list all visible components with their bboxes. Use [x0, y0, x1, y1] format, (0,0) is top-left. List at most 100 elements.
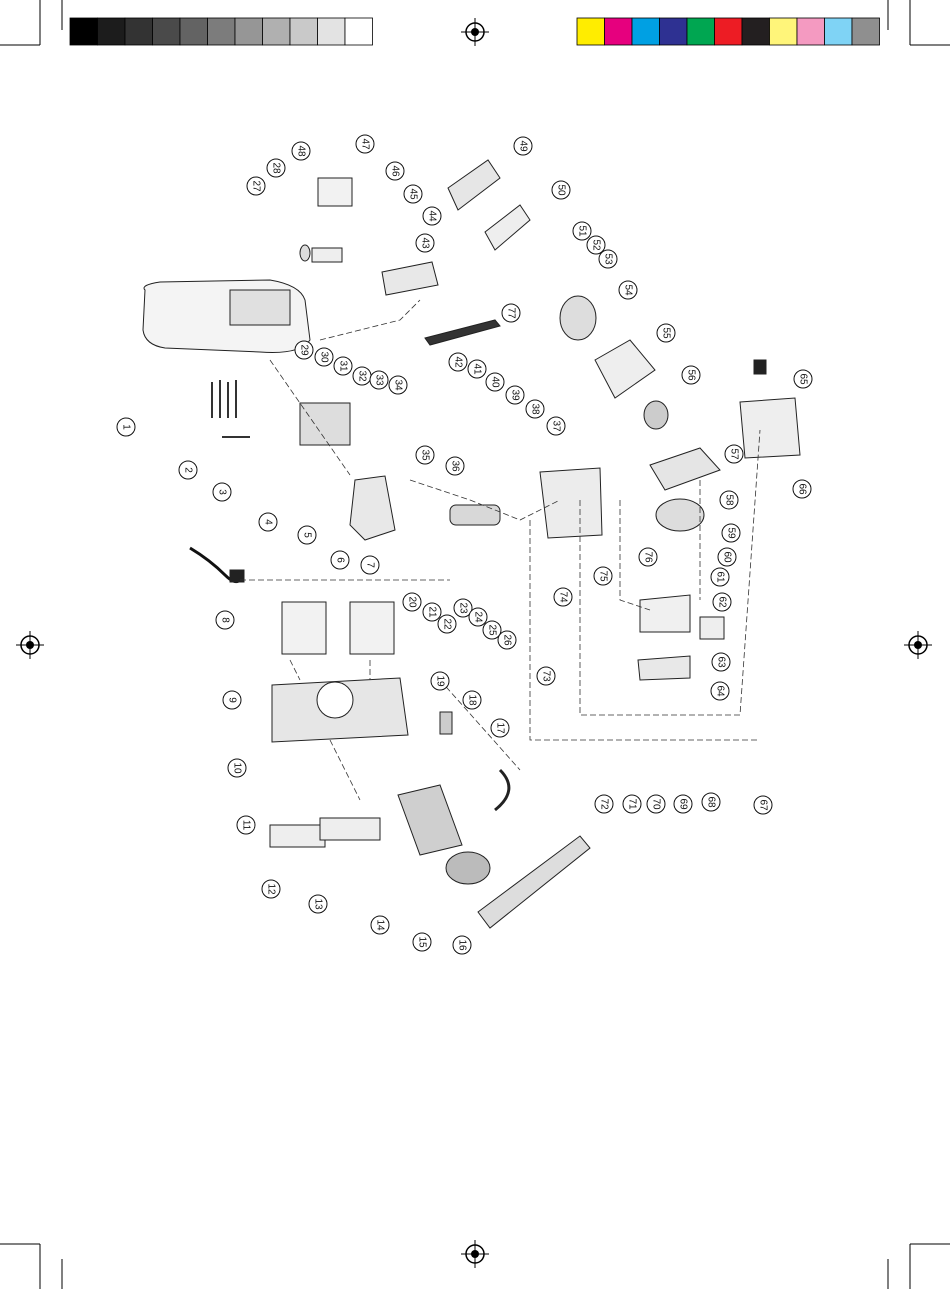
frame-drawing [350, 476, 395, 540]
callout-number: 32 [357, 370, 368, 382]
color-swatch [742, 18, 770, 45]
rods-drawing [212, 380, 236, 418]
callout-number: 77 [506, 307, 517, 319]
control-box-drawing [382, 262, 438, 295]
top-grille-drawing [448, 160, 500, 210]
callout-56: 56 [682, 366, 700, 384]
callout-65: 65 [794, 370, 812, 388]
callout-16: 16 [453, 936, 471, 954]
callout-15: 15 [413, 933, 431, 951]
callout-10: 10 [228, 759, 246, 777]
callout-number: 51 [577, 225, 588, 237]
callout-number: 33 [374, 374, 385, 386]
callout-52: 52 [587, 236, 605, 254]
callout-number: 61 [715, 571, 726, 583]
callout-number: 66 [797, 483, 808, 495]
callout-number: 15 [417, 936, 428, 948]
callout-50: 50 [552, 181, 570, 199]
callout-number: 16 [457, 939, 468, 951]
callout-number: 27 [251, 180, 262, 192]
callout-7: 7 [361, 556, 379, 574]
callout-number: 50 [556, 184, 567, 196]
compressor-drawing [450, 505, 500, 525]
callout-20: 20 [403, 593, 421, 611]
callout-number: 62 [717, 596, 728, 608]
callout-number: 60 [722, 551, 733, 563]
callout-number: 21 [427, 606, 438, 618]
callout-64: 64 [711, 682, 729, 700]
callout-number: 3 [217, 489, 228, 495]
callout-number: 68 [706, 796, 717, 808]
callout-76: 76 [639, 548, 657, 566]
callout-number: 46 [390, 165, 401, 177]
callout-47: 47 [356, 135, 374, 153]
callout-26: 26 [498, 631, 516, 649]
grayscale-swatch [125, 18, 153, 45]
callout-3: 3 [213, 483, 231, 501]
callout-5: 5 [298, 526, 316, 544]
grayscale-swatch [290, 18, 318, 45]
callout-number: 64 [715, 685, 726, 697]
callout-number: 17 [495, 722, 506, 734]
registration-mark-left [16, 631, 44, 659]
callout-35: 35 [416, 446, 434, 464]
callout-number: 6 [335, 557, 346, 563]
callout-21: 21 [423, 603, 441, 621]
callout-number: 71 [627, 798, 638, 810]
callout-number: 49 [518, 140, 529, 152]
callout-number: 47 [360, 138, 371, 150]
grayscale-swatch [235, 18, 263, 45]
color-swatch [605, 18, 633, 45]
callout-6: 6 [331, 551, 349, 569]
color-swatch [632, 18, 660, 45]
callout-number: 44 [427, 210, 438, 222]
callout-number: 20 [407, 596, 418, 608]
callout-33: 33 [370, 371, 388, 389]
grayscale-swatch [70, 18, 98, 45]
callout-number: 59 [726, 527, 737, 539]
evaporator-drawing [740, 398, 800, 458]
callout-72: 72 [595, 795, 613, 813]
callout-number: 18 [467, 694, 478, 706]
grayscale-swatch [208, 18, 236, 45]
callout-number: 48 [296, 145, 307, 157]
callout-59: 59 [722, 524, 740, 542]
callout-number: 30 [319, 351, 330, 363]
callout-61: 61 [711, 568, 729, 586]
callout-44: 44 [423, 207, 441, 225]
callout-number: 12 [266, 883, 277, 895]
grayscale-swatch [345, 18, 373, 45]
callout-number: 28 [271, 162, 282, 174]
callout-number: 67 [758, 799, 769, 811]
color-swatch [577, 18, 605, 45]
window-slider-drawing [478, 836, 590, 928]
callout-number: 36 [450, 460, 461, 472]
blower-wheel-drawing [560, 296, 596, 340]
callout-30: 30 [315, 348, 333, 366]
grayscale-swatch [98, 18, 126, 45]
drain-hook-drawing [495, 770, 509, 810]
callout-41: 41 [468, 360, 486, 378]
callout-46: 46 [386, 162, 404, 180]
callout-number: 42 [453, 356, 464, 368]
callout-number: 43 [420, 237, 431, 249]
coil-drawing [540, 468, 602, 538]
callout-62: 62 [713, 593, 731, 611]
registration-mark-top [461, 18, 489, 46]
grayscale-swatch [318, 18, 346, 45]
callout-9: 9 [223, 691, 241, 709]
callout-number: 9 [227, 697, 238, 703]
base-tray-drawing [650, 448, 720, 490]
callout-53: 53 [599, 250, 617, 268]
callout-27: 27 [247, 177, 265, 195]
callout-75: 75 [594, 567, 612, 585]
callout-68: 68 [702, 793, 720, 811]
callout-77: 77 [502, 304, 520, 322]
callout-number: 24 [473, 611, 484, 623]
callout-number: 39 [510, 389, 521, 401]
callout-number: 26 [502, 634, 513, 646]
callout-73: 73 [537, 667, 555, 685]
registration-mark-right [904, 631, 932, 659]
callout-71: 71 [623, 795, 641, 813]
color-swatch [825, 18, 853, 45]
